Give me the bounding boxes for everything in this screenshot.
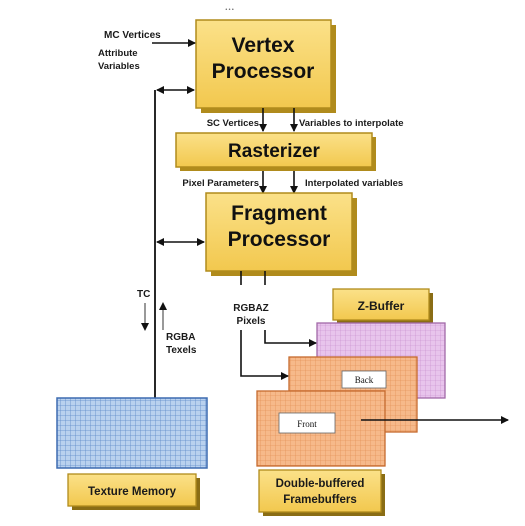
tc-label: TC [137,289,150,300]
rgba-texels-label-line2: Texels [166,345,197,356]
vertex-processor-node: Vertex Processor [195,19,336,113]
vertex-processor-line2: Processor [212,60,315,83]
rasterizer-label: Rasterizer [228,141,320,162]
sc-vertices-label: SC Vertices [207,118,259,129]
fragment-processor-node: Fragment Processor [205,192,357,276]
vertex-processor-line1: Vertex [231,34,294,57]
front-buffer-plane: Front [256,390,386,467]
texture-memory-label: Texture Memory [88,486,177,498]
rgbaz-pixels-label-line1: RGBAZ [233,303,269,314]
fragment-processor-line2: Processor [228,228,331,251]
z-buffer-label-box: Z-Buffer [332,288,433,324]
mc-vertices-label: MC Vertices [104,30,161,41]
framebuffers-label-line2: Framebuffers [283,494,357,506]
header-fragment-text: ... [225,0,235,13]
attribute-variables-label-line2: Variables [98,61,140,72]
attribute-variables-label-line1: Attribute [98,48,138,59]
rgbaz-to-zbuffer-arrow [264,330,317,347]
back-buffer-label: Back [355,375,374,385]
framebuffers-label-line1: Double-buffered [276,478,365,490]
interpolated-variables-label: Interpolated variables [305,178,403,189]
rgbaz-pixels-label-line2: Pixels [237,316,266,327]
framebuffers-label-box: Double-buffered Framebuffers [258,469,385,516]
rgba-texels-label-line1: RGBA [166,332,195,343]
z-buffer-label: Z-Buffer [358,299,405,313]
rgbaz-to-backbuffer-arrow [240,330,289,380]
texture-memory-node: Texture Memory [56,397,208,510]
variables-to-interpolate-label: Variables to interpolate [299,118,404,129]
front-buffer-label: Front [297,419,317,429]
pixel-parameters-label: Pixel Parameters [182,178,259,189]
rasterizer-node: Rasterizer [175,132,376,171]
fragment-processor-line1: Fragment [231,202,327,225]
